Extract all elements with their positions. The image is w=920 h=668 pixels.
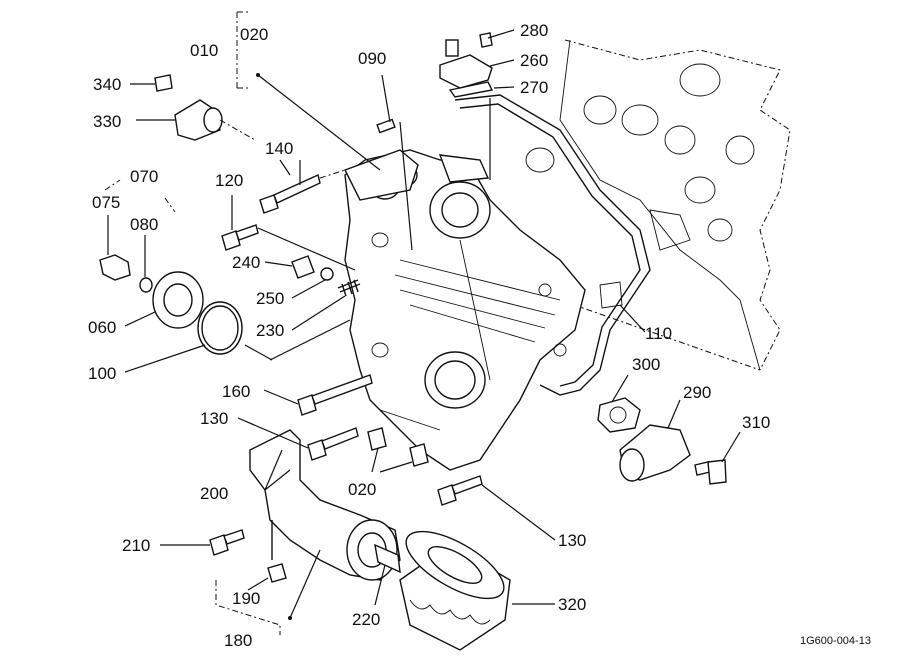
part-labels: 010 020 090 280 260 270 340 330 140 070 …: [88, 21, 770, 650]
label-120: 120: [215, 171, 243, 190]
label-090: 090: [358, 49, 386, 68]
gear-case-body: [344, 149, 586, 471]
bolt-130-left: [307, 427, 359, 461]
bolt-120: [221, 224, 259, 251]
label-140: 140: [265, 139, 293, 158]
label-180: 180: [224, 631, 252, 650]
label-020-top: 020: [240, 25, 268, 44]
label-130-left: 130: [200, 409, 228, 428]
label-070: 070: [130, 167, 158, 186]
oil-filter-cartridge: [399, 530, 511, 651]
dowel-pin: [376, 118, 396, 134]
relief-valve-parts: [291, 255, 361, 297]
label-320: 320: [558, 595, 586, 614]
bolt-160: [297, 374, 373, 416]
label-110: 110: [645, 324, 672, 343]
label-010: 010: [190, 41, 218, 60]
leader-lines: [104, 11, 741, 635]
dowel-020: [367, 427, 429, 467]
label-100: 100: [88, 364, 116, 383]
label-210: 210: [122, 536, 150, 555]
label-220: 220: [352, 610, 380, 629]
sensor-assembly: [154, 74, 223, 141]
gear-case-gasket: [454, 94, 651, 396]
label-280: 280: [520, 21, 548, 40]
label-330: 330: [93, 112, 121, 131]
oil-pressure-relief-assembly: [99, 254, 243, 355]
label-020-bottom: 020: [348, 480, 376, 499]
label-060: 060: [88, 318, 116, 337]
label-160: 160: [222, 382, 250, 401]
bolt-130-right: [437, 475, 483, 506]
label-250: 250: [256, 289, 284, 308]
engine-block-outline: [559, 39, 791, 371]
filter-nipple: [374, 543, 401, 574]
label-300: 300: [632, 355, 660, 374]
oil-filter-bracket: [209, 429, 401, 583]
label-230: 230: [256, 321, 284, 340]
label-290: 290: [683, 383, 711, 402]
label-340: 340: [93, 75, 121, 94]
water-flange-assembly: [597, 397, 727, 485]
label-240: 240: [232, 253, 260, 272]
drawing-code: 1G600-004-13: [800, 635, 871, 647]
top-cover-assembly: [439, 32, 494, 98]
bolt-140: [259, 174, 321, 214]
label-190: 190: [232, 589, 260, 608]
label-200: 200: [200, 484, 228, 503]
label-130-right: 130: [558, 531, 586, 550]
label-310: 310: [742, 413, 770, 432]
label-270: 270: [520, 78, 548, 97]
label-075: 075: [92, 193, 120, 212]
label-260: 260: [520, 51, 548, 70]
label-080: 080: [130, 215, 158, 234]
